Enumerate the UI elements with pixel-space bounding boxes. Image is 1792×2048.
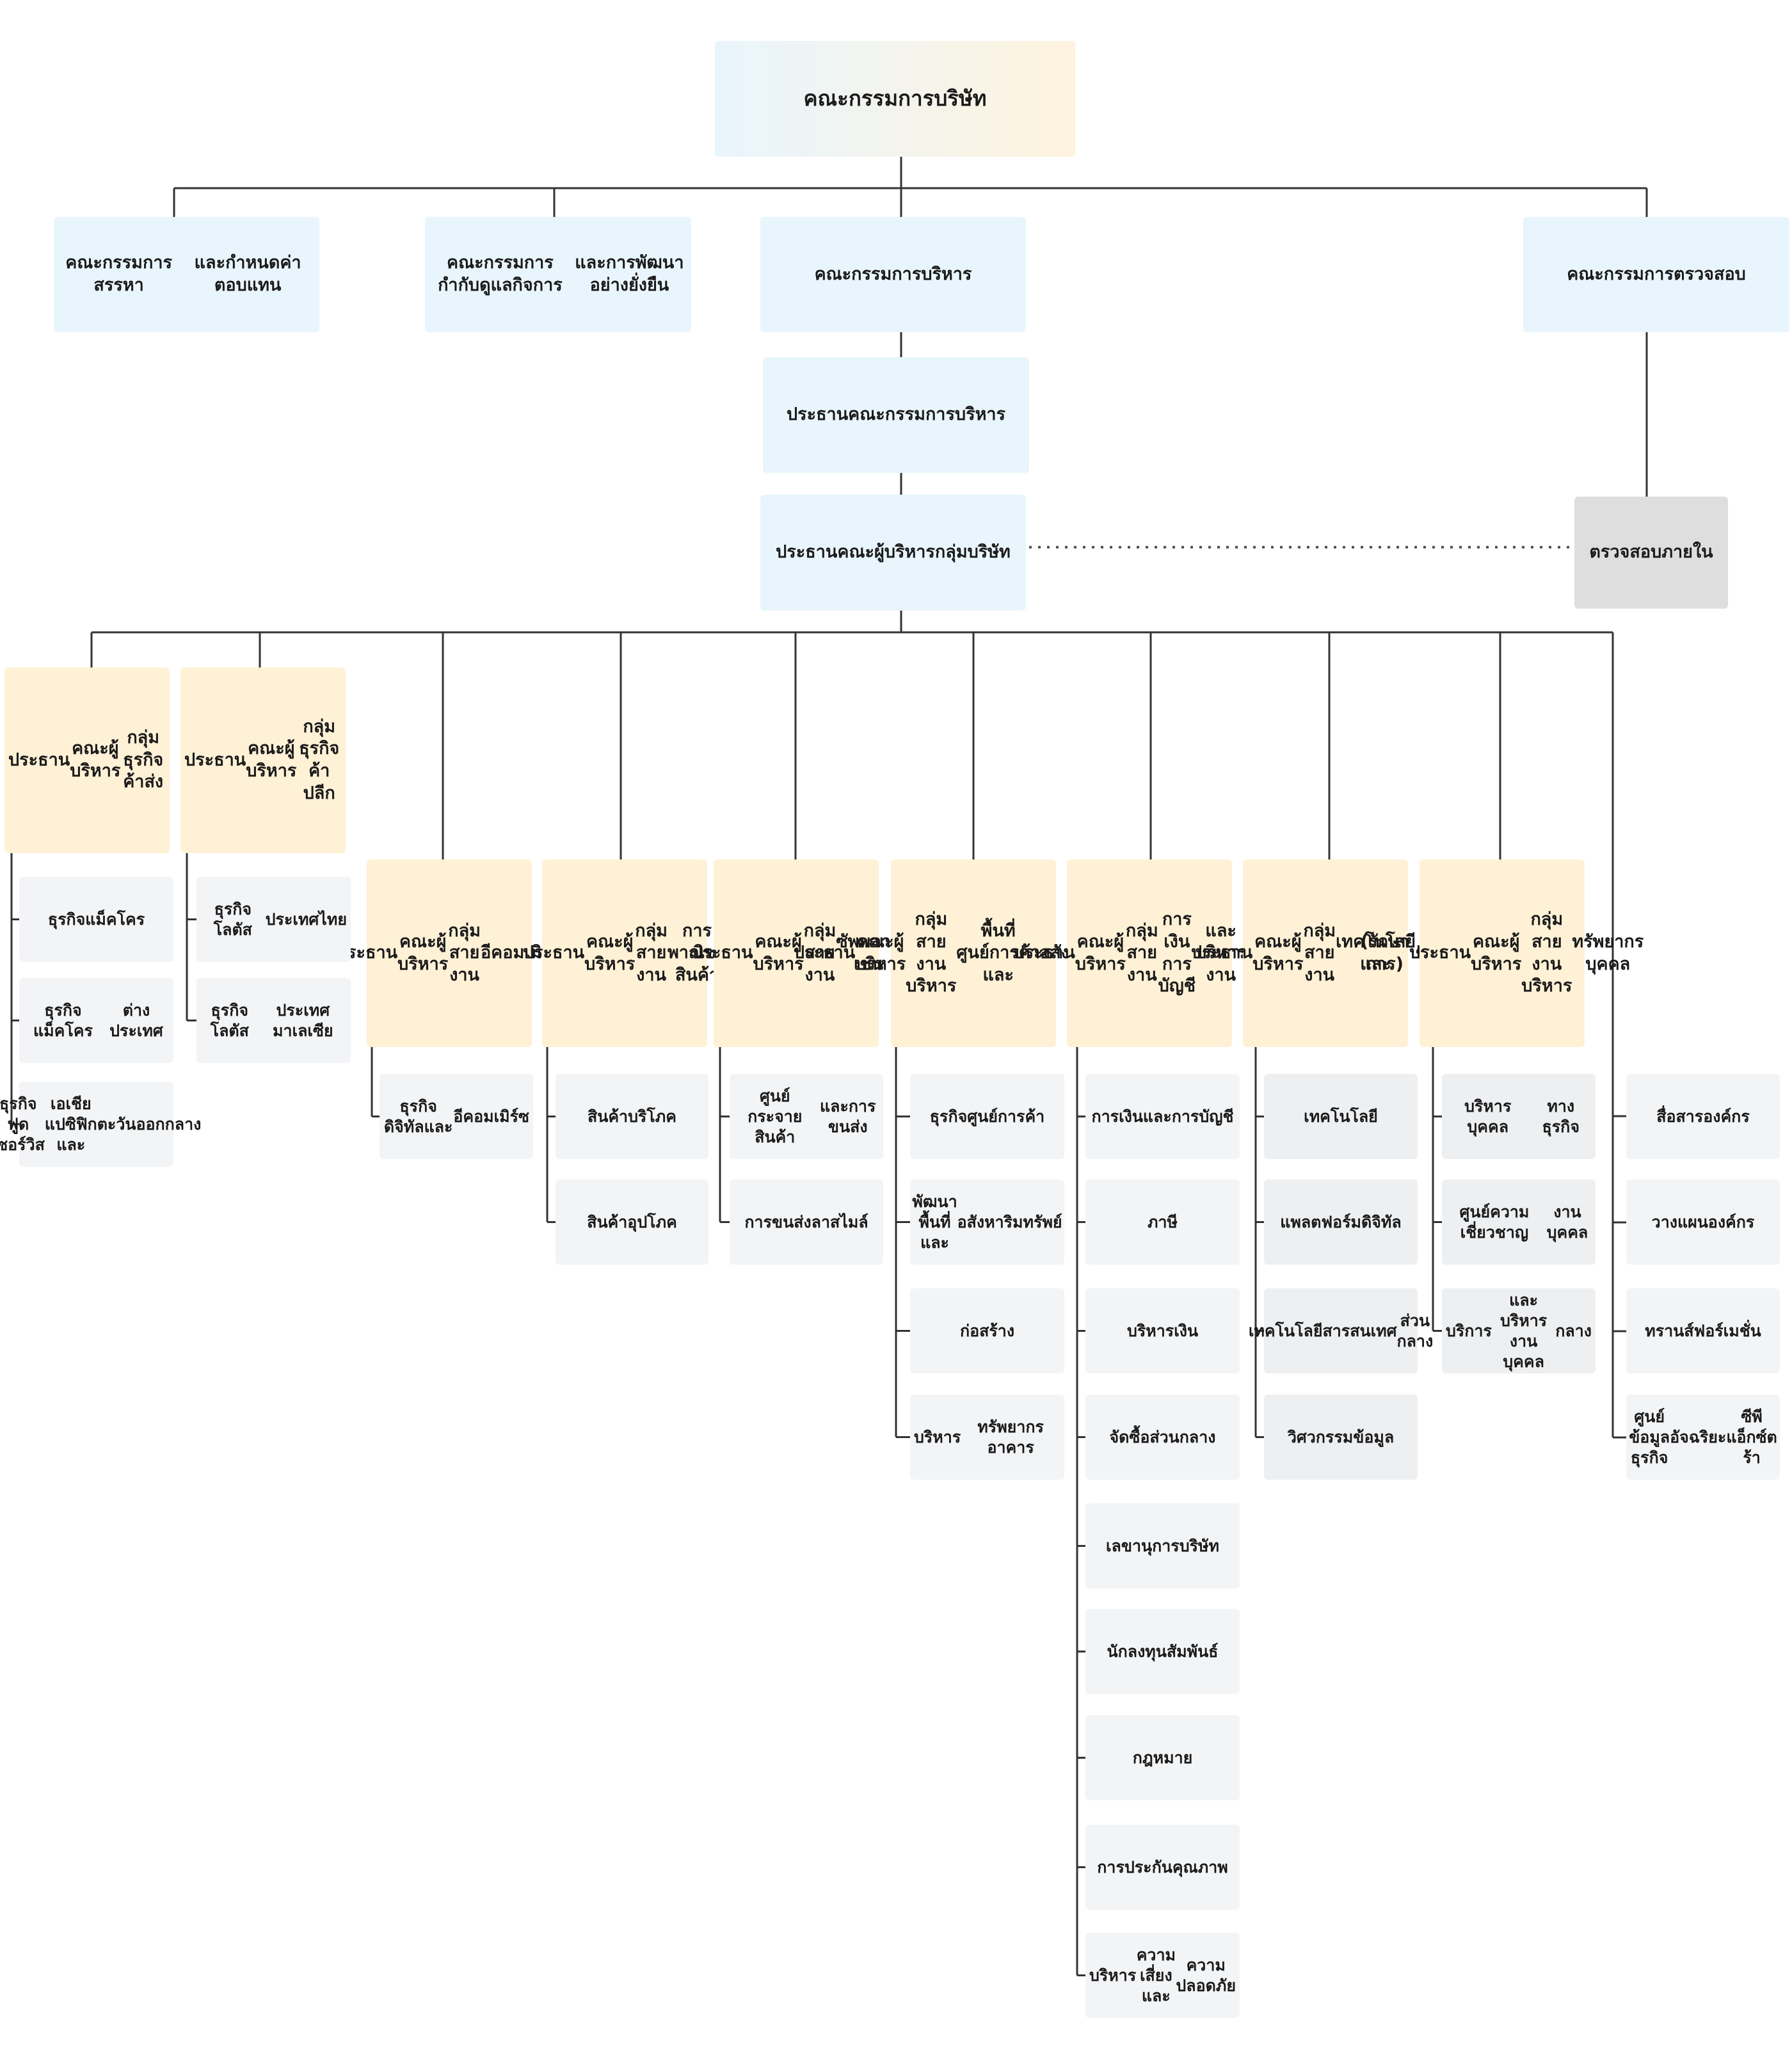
group-head-merchandising: ประธานคณะผู้บริหารกลุ่มสายงานการพาณิชย์ส… [523, 860, 726, 1047]
unit-box: ก่อสร้าง [910, 1288, 1064, 1373]
unit-box: บริหารทรัพยากรอาคาร [910, 1395, 1064, 1480]
unit-box: บริหารบุคคลทางธุรกิจ [1442, 1074, 1596, 1159]
unit-box: ธุรกิจแม็คโครต่างประเทศ [19, 978, 173, 1063]
unit-box: เทคโนโลยีสารสนเทศส่วนกลาง [1249, 1288, 1433, 1373]
group-head-technology: ประธานคณะผู้บริหารกลุ่มสายงานเทคโนโลยีแล… [1191, 860, 1460, 1047]
unit-box: การขนส่งลาสไมล์ [730, 1180, 883, 1265]
unit-box: แพลตฟอร์มดิจิทัล [1264, 1180, 1418, 1265]
ceo-box: ประธานคณะผู้บริหารกลุ่มบริษัท [760, 495, 1026, 611]
unit-box: สื่อสารองค์กร [1626, 1074, 1780, 1159]
unit-box: สินค้าอุปโภค [556, 1180, 708, 1265]
unit-box: ศูนย์ข้อมูลธุรกิจอัจฉริยะซีพี แอ็กซ์ตร้า [1626, 1395, 1780, 1480]
unit-box: วางแผนองค์กร [1626, 1180, 1780, 1265]
unit-box: สินค้าบริโภค [556, 1074, 708, 1159]
unit-box: วิศวกรรมข้อมูล [1264, 1395, 1418, 1480]
unit-box: บริหารเงิน [1085, 1288, 1240, 1373]
unit-box: การเงินและการบัญชี [1085, 1074, 1240, 1159]
unit-box: ธุรกิจฟูดเซอร์วิสเอเชียแปซิฟิกและตะวันออ… [0, 1082, 201, 1167]
unit-box: บริหารความเสี่ยงและความปลอดภัย [1085, 1933, 1240, 2018]
board-box: คณะกรรมการบริษัท [715, 41, 1075, 157]
unit-box: การประกันคุณภาพ [1085, 1825, 1240, 1910]
unit-box: เทคโนโลยี [1264, 1074, 1418, 1159]
group-head-finance: ประธานคณะผู้บริหารกลุ่มสายงานการเงิน การ… [1014, 860, 1285, 1047]
unit-box: จัดซื้อส่วนกลาง [1085, 1395, 1240, 1480]
unit-box: ภาษี [1085, 1180, 1240, 1265]
unit-box: ทรานส์ฟอร์เมชั่น [1626, 1288, 1780, 1373]
unit-box: กฎหมาย [1085, 1715, 1240, 1800]
nomination-committee-box: คณะกรรมการสรรหาและกำหนดค่าตอบแทน [54, 217, 319, 332]
unit-box: ธุรกิจแม็คโคร [19, 877, 173, 962]
unit-box: ธุรกิจศูนย์การค้า [910, 1074, 1064, 1159]
group-head-property: ประธานคณะผู้บริหารกลุ่มสายงานบริหารพื้นท… [794, 860, 1153, 1047]
group-head-wholesale: ประธานคณะผู้บริหารกลุ่มธุรกิจค้าส่ง [4, 668, 170, 853]
group-head-ecommerce: ประธานคณะผู้บริหารกลุ่มสายงานอีคอมเมิร์ซ [336, 860, 563, 1047]
unit-box: พัฒนาพื้นที่และอสังหาริมทรัพย์ [910, 1180, 1064, 1265]
governance-committee-box: คณะกรรมการกำกับดูแลกิจการและการพัฒนาอย่า… [425, 217, 691, 332]
executive-chair-box: ประธานคณะกรรมการบริหาร [763, 357, 1029, 473]
group-head-retail: ประธานคณะผู้บริหารกลุ่มธุรกิจค้าปลีก [180, 668, 346, 853]
internal-audit-box: ตรวจสอบภายใน [1574, 497, 1728, 609]
unit-box: ธุรกิจโลตัสประเทศมาเลเซีย [196, 978, 351, 1063]
group-head-hr: (รักษาการ)ประธานคณะผู้บริหารกลุ่มสายงานบ… [1361, 860, 1644, 1047]
unit-box: นักลงทุนสัมพันธ์ [1085, 1609, 1240, 1694]
audit-committee-box: คณะกรรมการตรวจสอบ [1523, 217, 1789, 332]
unit-box: เลขานุการบริษัท [1085, 1503, 1240, 1588]
unit-box: ธุรกิจโลตัสประเทศไทย [196, 877, 351, 962]
unit-box: ธุรกิจดิจิทัลและอีคอมเมิร์ซ [380, 1074, 533, 1159]
unit-box: บริการและบริหารงานบุคคลกลาง [1442, 1288, 1596, 1373]
unit-box: ศูนย์กระจายสินค้าและการขนส่ง [730, 1074, 883, 1159]
unit-box: ศูนย์ความเชี่ยวชาญงานบุคคล [1442, 1180, 1596, 1265]
executive-committee-box: คณะกรรมการบริหาร [760, 217, 1026, 332]
group-head-supply-chain: ประธานคณะผู้บริหารกลุ่มสายงานซัพพลายเชน [691, 860, 901, 1047]
